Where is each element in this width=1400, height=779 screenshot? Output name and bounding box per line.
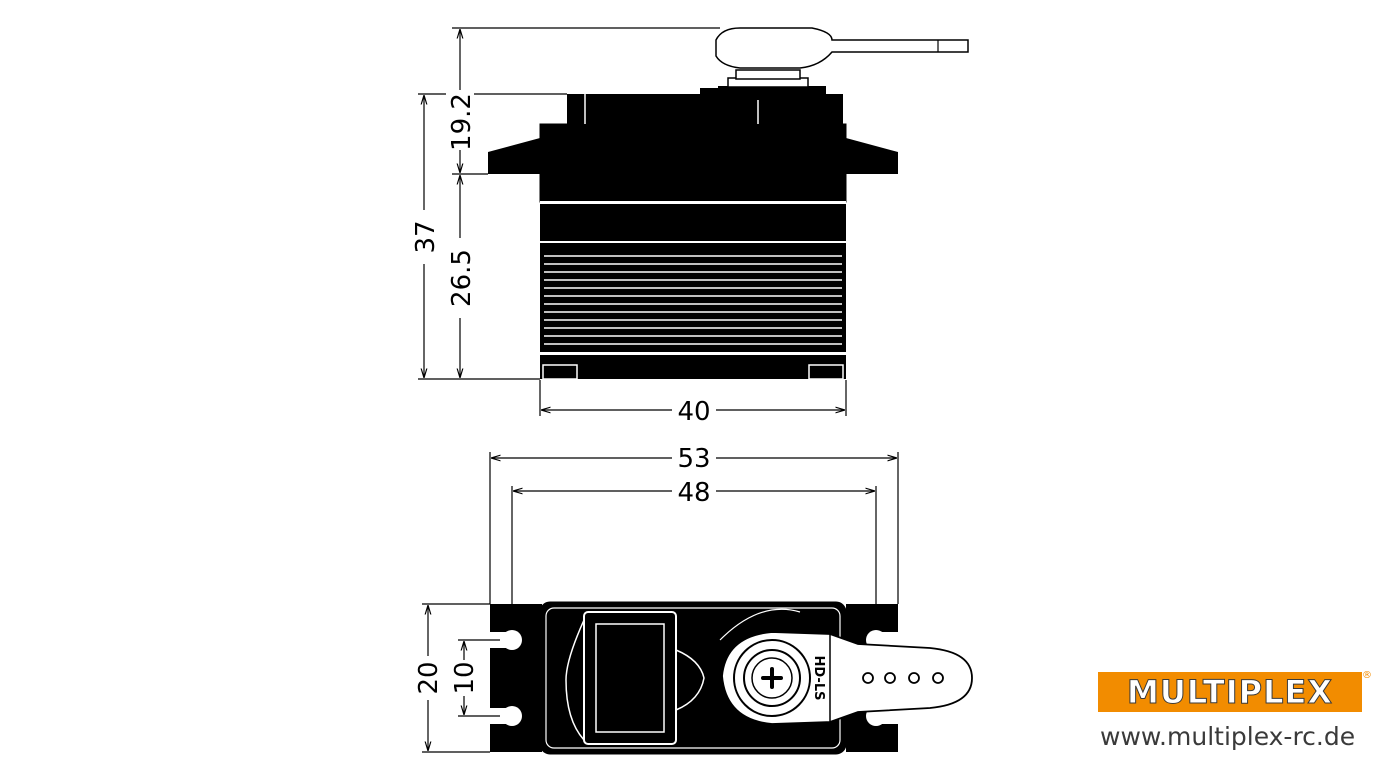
side-view: 37 19.2 26.5 40 bbox=[410, 27, 969, 427]
dim-lower-height: 26.5 bbox=[447, 249, 477, 307]
website-url: www.multiplex-rc.de bbox=[1100, 722, 1356, 751]
side-horn bbox=[715, 27, 969, 69]
dim-mount-spacing: 48 bbox=[677, 478, 710, 508]
side-flange-right bbox=[846, 138, 898, 174]
side-case-bottom bbox=[540, 355, 846, 379]
registered-mark: ® bbox=[1362, 670, 1372, 681]
side-output-shaft bbox=[718, 86, 826, 96]
side-foot-right bbox=[808, 364, 844, 380]
side-foot-left bbox=[542, 364, 578, 380]
side-case-lower bbox=[540, 243, 846, 353]
dim-depth: 20 bbox=[414, 661, 444, 694]
horn-holes bbox=[862, 672, 944, 684]
side-flange-left bbox=[488, 138, 540, 174]
horn-label: HD-LS bbox=[811, 656, 826, 701]
multiplex-logo: MULTIPLEX bbox=[1098, 672, 1362, 712]
side-case-middle bbox=[540, 204, 846, 242]
logo-text: MULTIPLEX bbox=[1126, 673, 1334, 712]
dim-body-width: 40 bbox=[677, 397, 710, 427]
brand-block: MULTIPLEX ® www.multiplex-rc.de bbox=[1098, 670, 1372, 762]
screw-cross-icon bbox=[761, 667, 783, 689]
top-label-plate bbox=[583, 611, 677, 745]
dim-overall-length: 53 bbox=[677, 444, 710, 474]
side-case-upper bbox=[539, 123, 847, 203]
cooling-fins bbox=[544, 255, 842, 345]
dim-upper-height: 19.2 bbox=[447, 93, 477, 151]
side-top-cover bbox=[567, 94, 843, 124]
dim-total-height: 37 bbox=[411, 220, 441, 253]
top-flange-left bbox=[490, 604, 542, 752]
dim-hole-spacing: 10 bbox=[450, 661, 480, 694]
top-view: HD-LS 53 48 20 10 bbox=[414, 444, 973, 755]
